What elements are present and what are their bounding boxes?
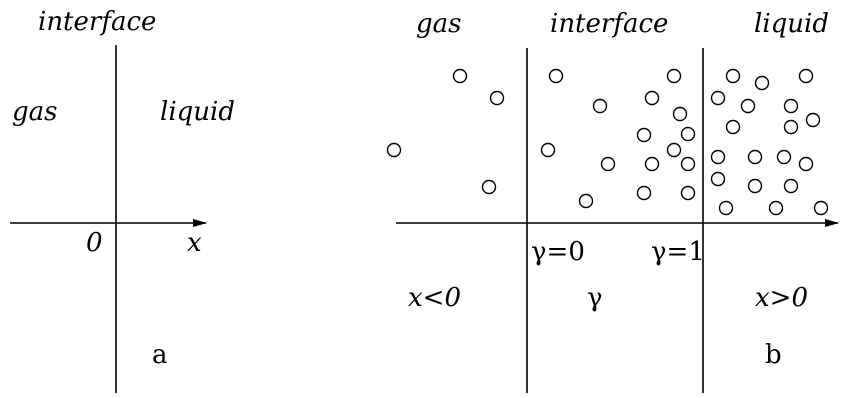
bubble (747, 178, 763, 194)
bubble (783, 98, 799, 114)
panel-a: interface gas liquid 0 x a (10, 7, 235, 393)
bubble (813, 200, 829, 216)
bubble (452, 68, 468, 84)
bubble (578, 193, 594, 209)
bubble (680, 126, 696, 142)
bubble (666, 142, 682, 158)
x-greater-than-zero-label: x>0 (755, 283, 808, 313)
bubble (680, 156, 696, 172)
gas-label-b: gas (416, 9, 462, 39)
liquid-bubbles (710, 68, 829, 216)
interface-label-b: interface (550, 9, 668, 39)
panel-a-label: a (152, 340, 168, 370)
bubble (592, 98, 608, 114)
bubble (710, 149, 726, 165)
liquid-label-a: liquid (160, 97, 235, 127)
bubble (636, 185, 652, 201)
bubble (666, 68, 682, 84)
bubble (710, 171, 726, 187)
interface-label-a: interface (38, 7, 156, 37)
bubble (636, 127, 652, 143)
bubble (644, 156, 660, 172)
gas-label-a: gas (12, 97, 58, 127)
bubble (740, 98, 756, 114)
liquid-label-b: liquid (754, 9, 829, 39)
bubble (718, 200, 734, 216)
x-less-than-zero-label: x<0 (408, 283, 461, 313)
bubble (481, 179, 497, 195)
origin-label: 0 (86, 228, 103, 258)
panel-b-label: b (765, 340, 782, 370)
bubble (386, 142, 402, 158)
gamma-zero-label: γ=0 (531, 237, 585, 267)
bubble (600, 156, 616, 172)
bubble (805, 112, 821, 128)
bubble (798, 68, 814, 84)
bubble (489, 90, 505, 106)
bubble (710, 90, 726, 106)
bubble (725, 119, 741, 135)
panel-b: gas interface liquid γ=0 γ=1 x<0 γ x>0 b (386, 9, 839, 393)
bubble (768, 200, 784, 216)
x-axis-label-a: x (187, 228, 202, 258)
bubble (798, 156, 814, 172)
bubble (783, 119, 799, 135)
interface-bubbles (540, 68, 696, 209)
gas-bubbles (386, 68, 505, 195)
bubble (644, 90, 660, 106)
gamma-one-label: γ=1 (651, 237, 705, 267)
bubble (783, 178, 799, 194)
bubble (540, 142, 556, 158)
bubble (548, 68, 564, 84)
gamma-label: γ (587, 283, 603, 313)
bubble (680, 185, 696, 201)
bubble (754, 75, 770, 91)
bubble (672, 106, 688, 122)
bubble (725, 68, 741, 84)
bubble (747, 149, 763, 165)
bubble (776, 149, 792, 165)
